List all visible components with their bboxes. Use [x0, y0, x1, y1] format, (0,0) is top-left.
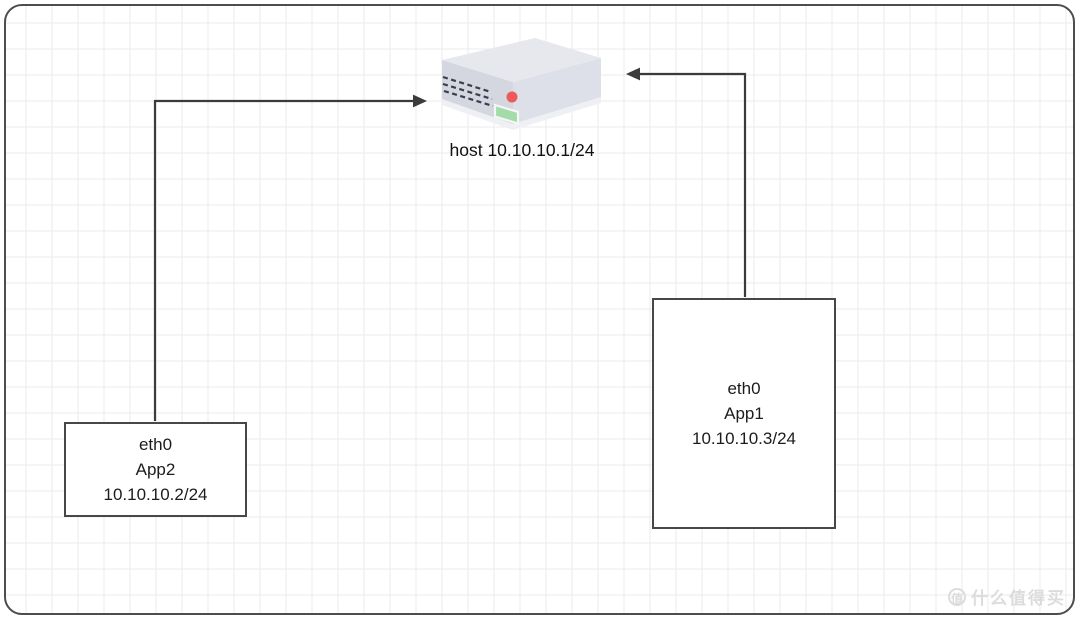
node-app2-interface: eth0 [138, 435, 173, 454]
node-box-app1: eth0 App1 10.10.10.3/24 [652, 298, 836, 529]
connection-app1-to-host [626, 67, 747, 297]
watermark: 值 什么值得买 [948, 584, 1066, 609]
node-app1-ip: 10.10.10.3/24 [692, 429, 796, 448]
server-base-face [442, 97, 601, 130]
watermark-text: 什么值得买 [971, 589, 1066, 608]
server-top-face [442, 38, 601, 82]
connection-app2-to-host [153, 94, 427, 421]
node-app2-name: App2 [135, 460, 176, 479]
server-right-face [513, 58, 601, 124]
server-vents [442, 75, 494, 108]
watermark-logo-icon: 值 [948, 587, 966, 606]
node-app1-interface: eth0 [727, 379, 761, 398]
host-label: host 10.10.10.1/24 [449, 140, 595, 160]
arrowhead-left-icon [626, 67, 640, 81]
node-box-app2: eth0 App2 10.10.10.2/24 [64, 422, 247, 517]
arrowhead-right-icon [413, 94, 427, 108]
server-led-icon [506, 91, 518, 103]
server-screen [493, 103, 520, 125]
node-app2-ip: 10.10.10.2/24 [103, 485, 208, 504]
host-server-icon [442, 38, 601, 130]
node-app1-name: App1 [724, 404, 764, 423]
